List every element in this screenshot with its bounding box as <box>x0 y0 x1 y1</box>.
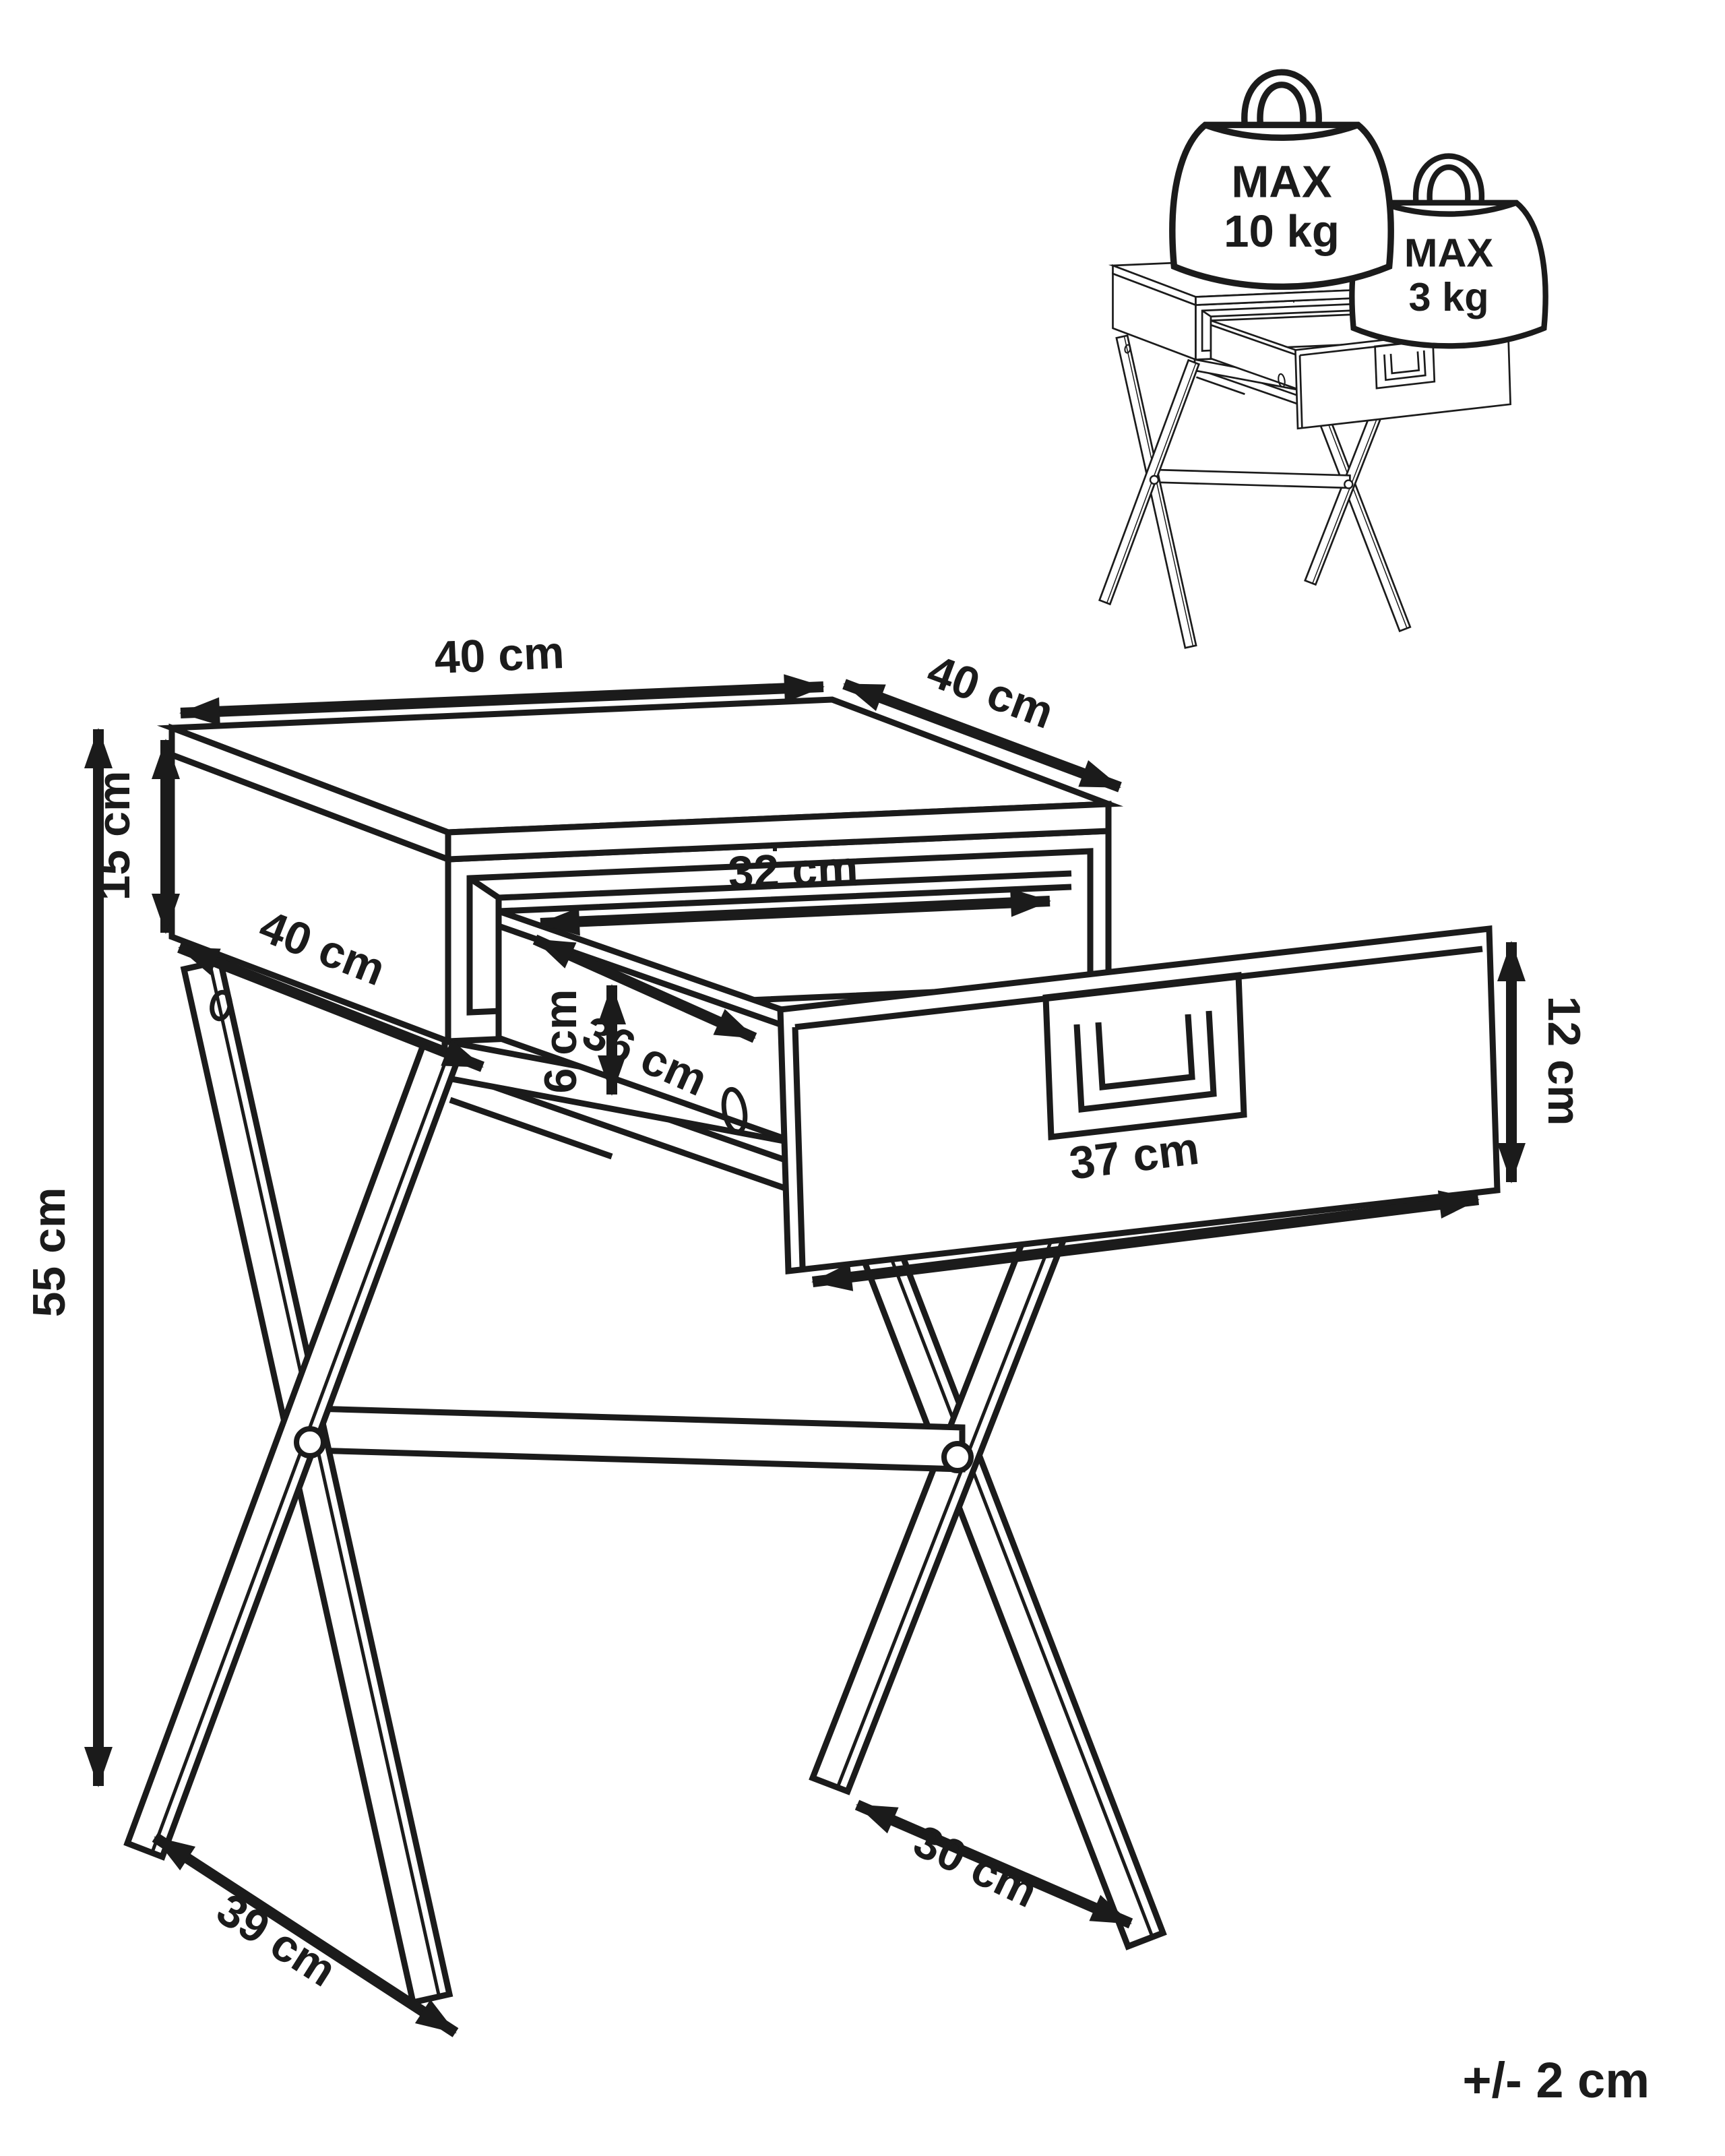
cavity-lines <box>468 870 1072 1038</box>
dim-label: 6 cm <box>535 989 586 1094</box>
dim-total-height: 55 cm <box>24 728 113 1787</box>
table-line-art <box>123 696 1501 2006</box>
stretcher-bar <box>310 1405 966 1473</box>
dim-label: 30 cm <box>906 1815 1046 1917</box>
max-load-drawer-value: 3 kg <box>1408 274 1488 319</box>
weight-handle-inner <box>1257 82 1307 126</box>
dim-label: 40 cm <box>433 627 565 683</box>
max-load-top-label: MAX <box>1231 157 1331 208</box>
dimension-arrows: 40 cm 40 cm 15 cm 40 cm 32 cm 36 cm 6 cm <box>24 627 1590 2037</box>
tolerance-note: +/- 2 cm <box>1462 2052 1650 2108</box>
dim-label: 39 cm <box>208 1884 345 1997</box>
tabletop-edge-right <box>445 801 1112 863</box>
rear-cross-screw <box>941 1441 974 1473</box>
front-cross-screw <box>294 1426 326 1458</box>
max-load-top-value: 10 kg <box>1224 206 1340 257</box>
dim-label: 55 cm <box>24 1188 75 1318</box>
dim-drawer-side-height: 6 cm <box>535 984 626 1096</box>
dim-drawer-front-height: 12 cm <box>1497 941 1590 1183</box>
max-load-inset: MAX 3 kg MAX 10 kg <box>1098 69 1548 649</box>
weight-body <box>1169 121 1394 290</box>
drawer-handle-plate <box>1042 971 1247 1141</box>
drawer-handle-outer <box>1073 1010 1217 1113</box>
dim-inner-width: 32 cm <box>539 842 1051 936</box>
max-load-drawer-label: MAX <box>1404 230 1494 276</box>
dim-drawer-front-width: 37 cm <box>811 1123 1480 1291</box>
weight-icon-top: MAX 10 kg <box>1169 69 1394 290</box>
front-leg-a-seam <box>208 964 441 1998</box>
weight-rim <box>1204 121 1359 142</box>
drawer-handle-inner <box>1095 1014 1195 1091</box>
dim-label: 12 cm <box>1538 996 1590 1126</box>
dim-top-width: 40 cm <box>179 627 825 726</box>
weight-rim <box>1380 199 1517 217</box>
weight-handle-inner <box>1426 164 1471 204</box>
dim-label: 32 cm <box>727 842 859 898</box>
drawer-side-hole <box>721 1086 748 1135</box>
weight-icon-drawer: MAX 3 kg <box>1349 153 1548 349</box>
